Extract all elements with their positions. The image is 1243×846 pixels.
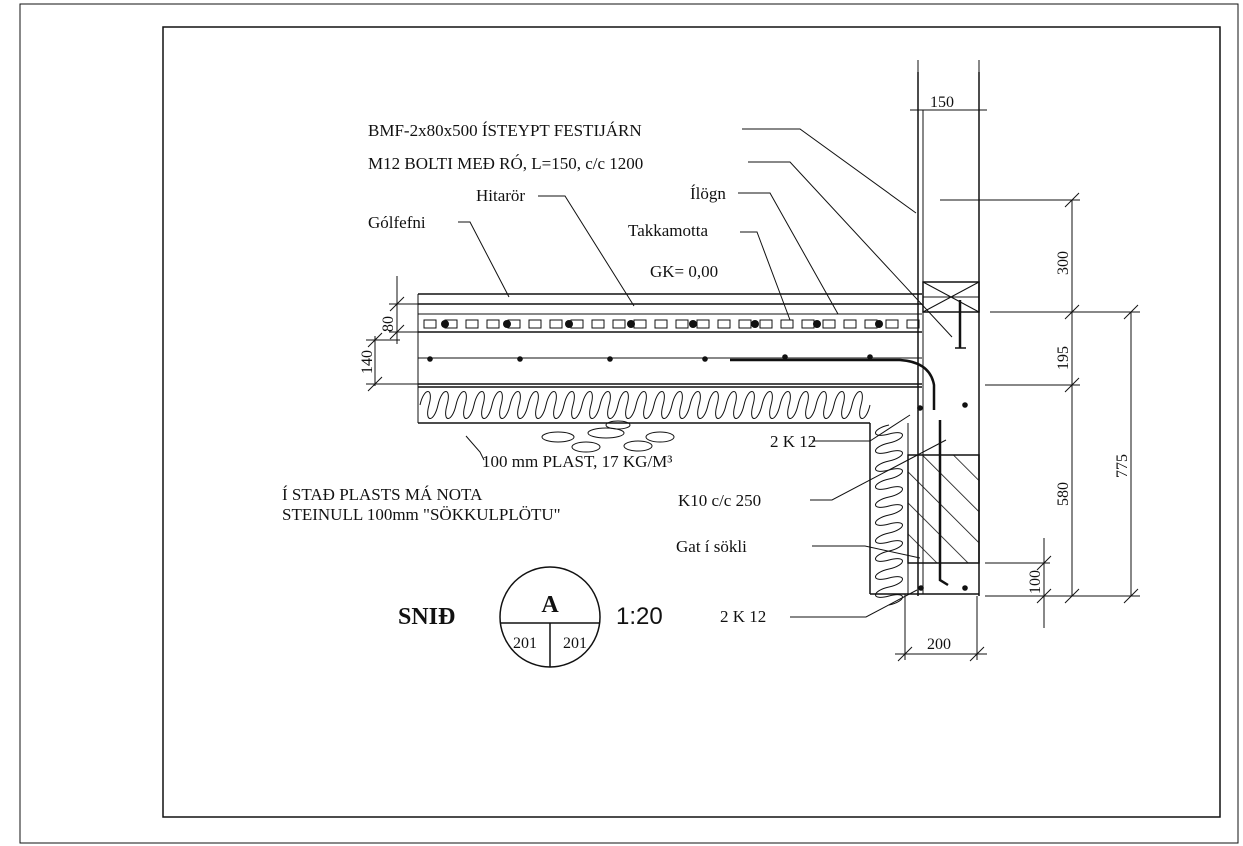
label-steinull-1: Í STAÐ PLASTS MÁ NOTA [282,485,483,504]
dim-80: 80 [380,316,397,332]
label-steinull-2: STEINULL 100mm "SÖKKULPLÖTU" [282,505,561,524]
dimension-lines-left [366,276,418,392]
dim-200: 200 [927,636,951,653]
heating-pipe [751,320,759,328]
heating-pipe-row [423,319,920,329]
label-takkamotta: Takkamotta [628,221,708,240]
dim-140: 140 [359,350,376,374]
takkamotta-stud [423,319,437,329]
dimension-lines-right [895,109,1140,662]
leader-lines [458,128,953,618]
takkamotta-stud [843,319,857,329]
takkamotta-stud [780,319,794,329]
gravel-fill [541,420,675,453]
label-festijarn: BMF-2x80x500 ÍSTEYPT FESTIJÁRN [368,121,642,140]
takkamotta-stud [486,319,500,329]
takkamotta-stud [549,319,563,329]
section-sheet-left: 201 [513,635,537,652]
takkamotta-stud [738,319,752,329]
heating-pipe [565,320,573,328]
takkamotta-stud [906,319,920,329]
heating-pipe [503,320,511,328]
label-gat: Gat í sökli [676,537,747,556]
label-ilogn: Ílögn [690,184,726,203]
label-k12-bottom: 2 K 12 [720,607,766,626]
takkamotta-stud [591,319,605,329]
takkamotta-stud [801,319,815,329]
dim-775: 775 [1114,454,1131,478]
takkamotta-stud [654,319,668,329]
slab-rebar-dots [427,354,873,362]
label-bolti: M12 BOLTI MEÐ RÓ, L=150, c/c 1200 [368,154,643,173]
section-sheet-right: 201 [563,635,587,652]
heating-pipe [813,320,821,328]
takkamotta-stud [696,319,710,329]
dim-wall-width: 150 [930,94,954,111]
takkamotta-stud [675,319,689,329]
dim-100: 100 [1027,570,1044,594]
takkamotta-stud [465,319,479,329]
heating-pipe [441,320,449,328]
heating-pipe [627,320,635,328]
foundation [869,402,980,606]
sheet-borders [19,3,1239,844]
takkamotta-stud [759,319,773,329]
label-hitaror: Hitarör [476,186,525,205]
annotations: BMF-2x80x500 ÍSTEYPT FESTIJÁRN M12 BOLTI… [282,94,1131,653]
label-gk: GK= 0,00 [650,262,718,281]
section-symbol [499,566,601,668]
label-golfefni: Gólfefni [368,213,426,232]
slab-insulation [418,386,922,424]
label-k12-top: 2 K 12 [770,432,816,451]
takkamotta-stud [885,319,899,329]
dim-580: 580 [1055,482,1072,506]
section-title: SNIÐ [398,604,455,630]
section-letter: A [541,592,559,618]
section-scale: 1:20 [616,603,663,630]
dim-195: 195 [1055,346,1072,370]
takkamotta-stud [822,319,836,329]
takkamotta-stud [612,319,626,329]
label-plast: 100 mm PLAST, 17 KG/M³ [482,452,672,471]
takkamotta-stud [633,319,647,329]
takkamotta-stud [528,319,542,329]
floor-slab [417,293,936,423]
heating-pipe [875,320,883,328]
dim-300: 300 [1055,251,1072,275]
heating-pipe [689,320,697,328]
takkamotta-stud [717,319,731,329]
label-k10: K10 c/c 250 [678,491,761,510]
